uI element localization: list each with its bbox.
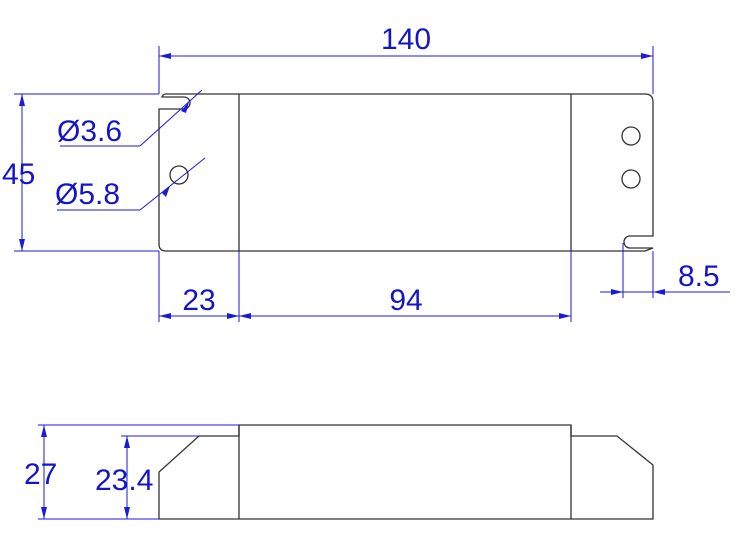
- dim-text-side-overall-height: 27: [24, 458, 57, 491]
- dim-body-length: 94: [239, 251, 572, 322]
- dim-text-end-cap: 23: [182, 284, 215, 317]
- dim-slot-offset: 8.5: [600, 243, 730, 298]
- label-hole-small: Ø3.6: [57, 115, 122, 148]
- terminal-hole-upper: [621, 126, 641, 146]
- terminal-hole-lower: [621, 169, 641, 189]
- dim-text-side-body-height: 23.4: [95, 464, 153, 497]
- mounting-hole: [169, 165, 189, 185]
- dim-side-body-height: 23.4: [95, 435, 199, 519]
- label-hole-large: Ø5.8: [55, 178, 120, 211]
- leader-hole-large: Ø5.8: [55, 157, 206, 211]
- side-view: 27 23.4: [24, 424, 654, 520]
- housing-outline: [158, 93, 654, 252]
- dim-text-height: 45: [2, 158, 35, 191]
- dim-text-body-length: 94: [389, 284, 422, 317]
- dim-text-slot-offset: 8.5: [678, 260, 720, 293]
- dim-text-overall-length: 140: [381, 23, 431, 56]
- dim-overall-length: 140: [158, 23, 654, 94]
- side-profile-outline: [158, 424, 654, 520]
- leader-hole-small: Ø3.6: [57, 89, 203, 148]
- top-view: 140 45 Ø3.6 Ø5.8: [2, 23, 730, 322]
- dim-side-overall-height: 27: [24, 424, 239, 520]
- dim-end-cap: 23: [158, 251, 240, 322]
- dim-height: 45: [2, 93, 159, 252]
